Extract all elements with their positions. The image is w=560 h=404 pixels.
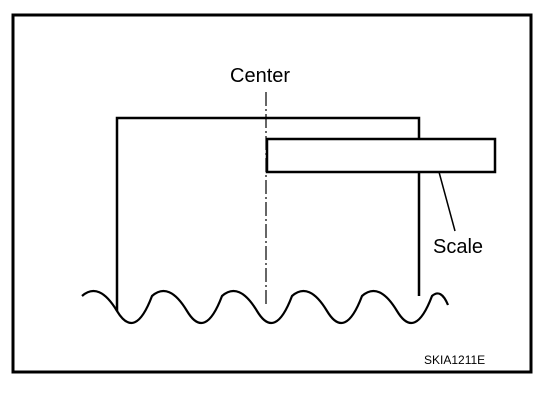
part-outline bbox=[115, 116, 421, 311]
figure-frame bbox=[11, 13, 533, 374]
center-label: Center bbox=[230, 65, 290, 87]
scale-leader-line bbox=[438, 171, 456, 232]
scale-label: Scale bbox=[433, 236, 483, 258]
break-line bbox=[81, 289, 450, 324]
scale-bar bbox=[265, 137, 497, 174]
figure-code: SKIA1211E bbox=[424, 353, 485, 367]
